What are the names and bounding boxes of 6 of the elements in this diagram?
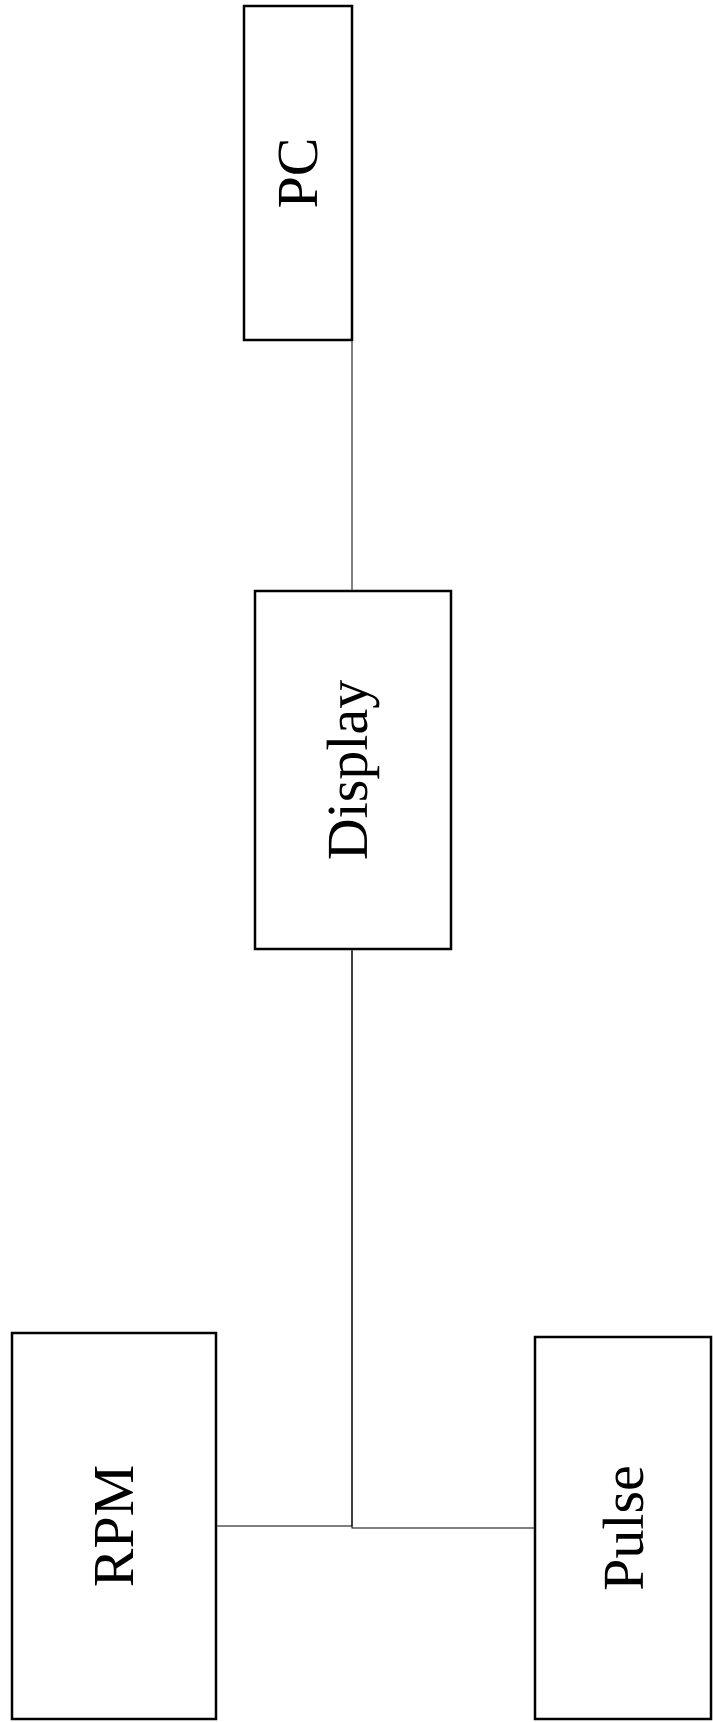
connector-line [351, 340, 353, 591]
block-box: Display [253, 589, 453, 951]
block-box: Pulse [533, 1335, 713, 1721]
block-box: PC [242, 4, 354, 342]
connector-line [351, 949, 535, 1529]
block-box: RPM [10, 1331, 218, 1721]
